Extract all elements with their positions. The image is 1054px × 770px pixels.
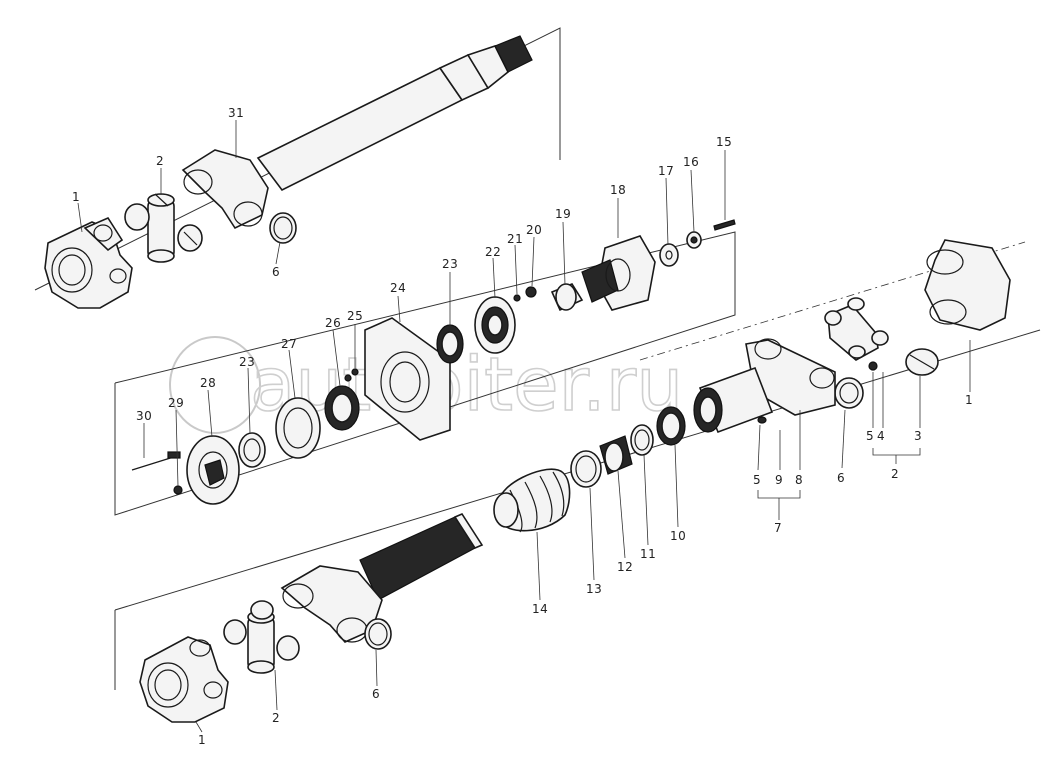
label-7: 7 [774,521,782,535]
label-13: 13 [586,582,602,596]
cross-kit-right [824,297,889,361]
cover-27 [275,397,321,459]
label-14: 14 [532,602,548,616]
slip-yoke-7 [693,338,836,434]
seal-23-left [238,432,266,468]
label-23-right: 23 [442,257,458,271]
label-24: 24 [390,281,406,295]
screw-15 [713,219,736,231]
label-28: 28 [200,376,216,390]
label-2-top: 2 [156,154,164,168]
label-15: 15 [716,135,732,149]
nut-25 [351,368,359,376]
cross-kit-top [124,193,203,263]
washer-29 [173,485,183,495]
label-5-right: 5 [866,429,874,443]
label-21: 21 [507,232,523,246]
label-23-left: 23 [239,355,255,369]
label-17: 17 [658,164,674,178]
washer-17 [659,243,679,267]
label-8: 8 [795,473,803,487]
label-22: 22 [485,245,501,259]
label-29: 29 [168,396,184,410]
callout-labels: 1 2 31 6 15 16 17 18 19 20 21 22 23 24 2… [72,106,973,747]
support-assembly [131,219,736,505]
label-25: 25 [347,309,363,323]
splined-shaft [359,516,476,601]
leader-lines [77,120,971,733]
label-9: 9 [775,473,783,487]
part-4-5 [868,361,878,371]
label-6-right: 6 [837,471,845,485]
flange-28 [186,435,240,505]
label-16: 16 [683,155,699,169]
label-11: 11 [640,547,656,561]
label-6-top: 6 [272,265,280,279]
ring-11 [630,424,654,456]
slip-yoke-assembly [493,239,1011,533]
watermark-text: autopiter.ru [250,342,683,428]
label-6-bottom: 6 [372,687,380,701]
label-5-slip: 5 [753,473,761,487]
bearing-housing-22 [474,296,516,354]
shaft-yoke-31 [181,35,533,230]
label-18: 18 [610,183,626,197]
flange-yoke-bottom [139,636,229,723]
watermark: autopiter.ru [169,336,684,434]
label-19: 19 [555,207,571,221]
label-2-right: 2 [891,467,899,481]
label-1-top: 1 [72,190,80,204]
label-30: 30 [136,409,152,423]
top-shaft-assembly [44,35,533,309]
washer-21 [513,294,521,302]
bottom-shaft-assembly [139,512,484,723]
flange-sleeve-18 [581,235,656,311]
sleeve-19 [550,283,584,312]
nut-20 [525,286,537,298]
label-31: 31 [228,106,244,120]
label-1-right: 1 [965,393,973,407]
flange-yoke-top [44,216,133,309]
label-27: 27 [281,337,297,351]
label-10: 10 [670,529,686,543]
flange-yoke-right [924,239,1011,331]
cross-kit-bottom [223,600,300,674]
label-4: 4 [877,429,885,443]
label-20: 20 [526,223,542,237]
label-2-bottom: 2 [272,711,280,725]
label-3: 3 [914,429,922,443]
label-1-bottom: 1 [198,733,206,747]
label-12: 12 [617,560,633,574]
housing-24 [364,317,451,441]
label-26: 26 [325,316,341,330]
boot-14 [493,468,571,533]
